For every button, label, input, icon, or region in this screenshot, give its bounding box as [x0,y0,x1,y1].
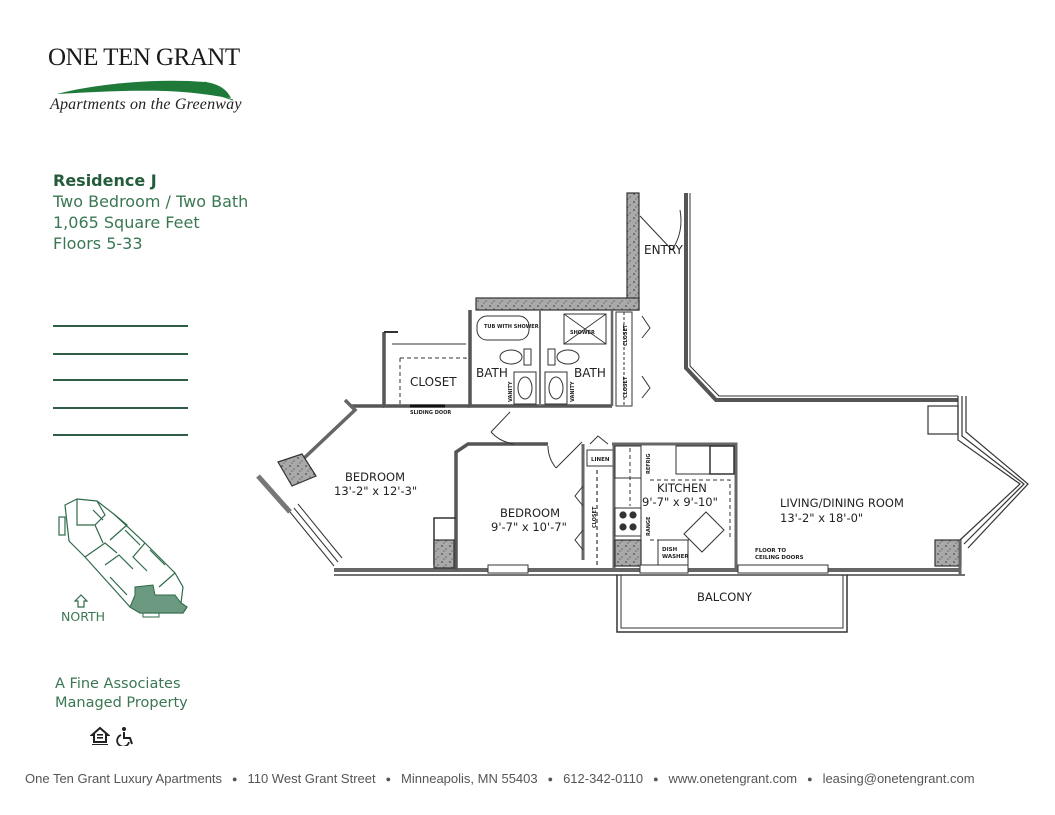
label-bath-2: BATH [574,366,606,380]
residence-floors: Floors 5-33 [53,234,143,253]
label-linen: LINEN [591,457,610,463]
equal-housing-icon [90,726,110,745]
residence-name: Residence J [53,171,157,190]
management-text: A Fine Associates Managed Property [55,675,188,712]
label-bedroom-1-dims: 13'-2" x 12'-3" [334,484,417,498]
north-label: NORTH [61,609,106,624]
label-floor-doors-1: FLOOR TO [755,548,786,554]
label-bedroom-2-dims: 9'-7" x 10'-7" [491,520,567,534]
label-balcony: BALCONY [697,590,753,604]
label-vanity-1: VANITY [508,381,514,402]
blank-line [53,434,188,436]
footer-phone[interactable]: 612-342-0110 [563,771,644,786]
management-line-1: A Fine Associates [55,676,181,692]
label-dishwasher-1: DISH [662,547,678,553]
logo-title: ONE TEN GRANT [48,44,240,71]
footer: One Ten Grant Luxury Apartments ● 110 We… [25,771,1035,786]
footer-separator: ● [547,773,554,784]
label-living: LIVING/DINING ROOM [780,496,904,510]
footer-website[interactable]: www.onetengrant.com [668,771,798,786]
label-bath-1: BATH [476,366,508,380]
footer-separator: ● [807,773,813,784]
label-shower: SHOWER [570,330,595,336]
floor-plan: ENTRY CLOSET SLIDING DOOR BATH BATH TUB … [256,192,1029,633]
label-sliding-door: SLIDING DOOR [410,410,451,416]
label-entry: ENTRY [644,243,683,257]
residence-info: Residence J Two Bedroom / Two Bath 1,065… [53,171,248,254]
label-tub: TUB WITH SHOWER [484,324,539,330]
label-closet-v1: CLOSET [623,324,629,346]
footer-name: One Ten Grant Luxury Apartments [25,771,223,786]
blank-line [53,325,188,327]
residence-type: Two Bedroom / Two Bath [53,192,249,211]
label-closet-v2: CLOSET [623,376,629,398]
footer-separator: ● [385,773,392,784]
label-closet: CLOSET [410,375,457,389]
label-dishwasher-2: WASHER [662,554,689,560]
footer-city: Minneapolis, MN 55403 [401,771,538,786]
label-bedroom-1: BEDROOM [345,470,405,484]
footer-address: 110 West Grant Street [247,771,376,786]
north-arrow-icon [73,594,89,608]
residence-area: 1,065 Square Feet [53,213,200,232]
label-kitchen: KITCHEN [657,481,707,495]
label-range: RANGE [646,516,652,536]
footer-email[interactable]: leasing@onetengrant.com [822,771,975,786]
logo-swoosh-icon [57,80,234,101]
key-plan [58,498,188,618]
label-kitchen-dims: 9'-7" x 9'-10" [642,495,718,509]
blank-line [53,353,188,355]
label-floor-doors-2: CEILING DOORS [755,555,804,561]
badges [90,726,136,746]
footer-separator: ● [232,773,238,784]
blank-line [53,379,188,381]
footer-separator: ● [653,773,659,784]
blank-line [53,407,188,409]
label-closet-b2: CLOSET [592,506,598,528]
label-refrig: REFRIG [646,454,652,475]
logo-tagline: Apartments on the Greenway [50,96,242,113]
label-living-dims: 13'-2" x 18'-0" [780,511,863,525]
label-bedroom-2: BEDROOM [500,506,560,520]
management-line-2: Managed Property [55,694,188,711]
wheelchair-accessible-icon [116,727,133,746]
label-vanity-2: VANITY [570,381,576,402]
